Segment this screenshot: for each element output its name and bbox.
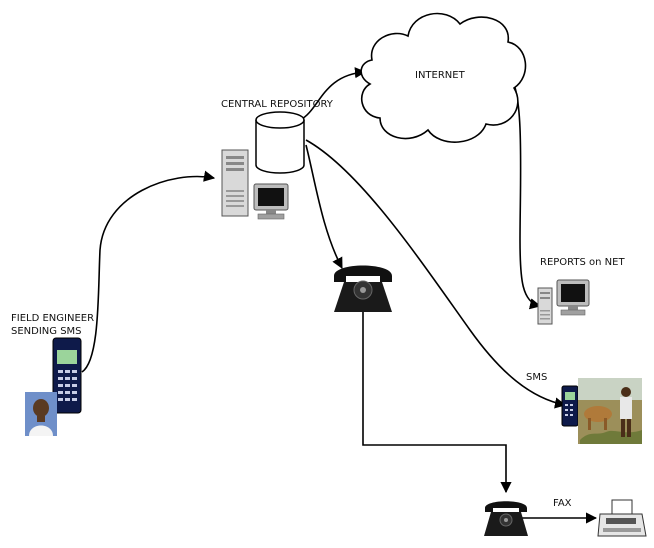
sending-sms-label: SENDING SMS (11, 326, 82, 337)
telephone-icon (334, 265, 392, 312)
mobile-phone-icon (52, 337, 82, 414)
fax-label: FAX (553, 498, 572, 509)
arrow-repository-to-internet (299, 67, 367, 121)
database-cylinder-icon (255, 111, 305, 174)
arrow-mobile-to-server (81, 170, 216, 373)
cloud-icon (360, 12, 527, 143)
server-tower-icon (221, 149, 249, 217)
sms-mobile-phone-icon (561, 385, 579, 427)
connectors (81, 67, 598, 524)
central-repository-label: CENTRAL REPOSITORY (221, 99, 333, 110)
reports-on-net-label: REPORTS on NET (540, 257, 625, 268)
field-engineer-label: FIELD ENGINEER (11, 313, 95, 324)
reports-server-tower-icon (537, 287, 553, 325)
fax-telephone-icon (484, 501, 528, 536)
arrow-phone-to-fax-phone (362, 312, 512, 494)
sms-label: SMS (526, 372, 548, 383)
fax-machine-icon (597, 499, 647, 537)
arrow-repository-to-sms (305, 139, 567, 409)
computer-monitor-icon (253, 183, 289, 220)
internet-label: INTERNET (415, 70, 465, 81)
farm-photo-icon (578, 378, 642, 444)
reports-monitor-icon (556, 279, 590, 316)
person-photo-icon (25, 392, 57, 436)
arrow-repository-to-phone (305, 144, 343, 269)
